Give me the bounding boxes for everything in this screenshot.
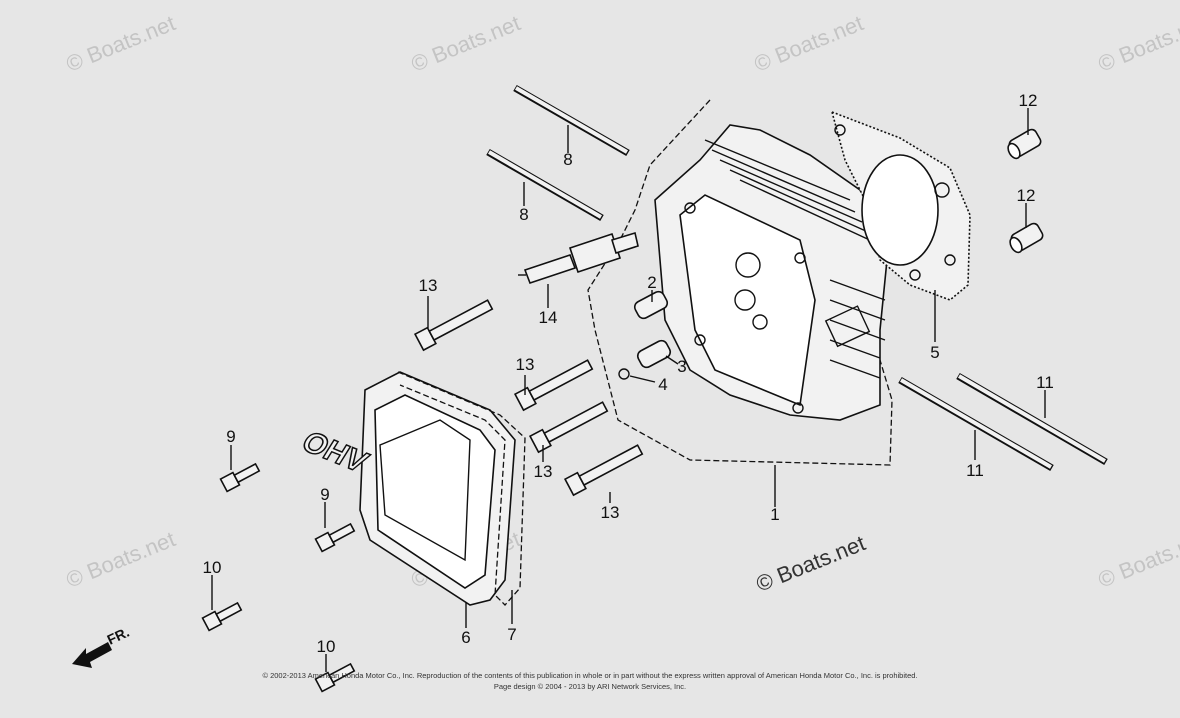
- callout-13b: 13: [516, 355, 535, 374]
- cylinder-head: [654, 124, 891, 421]
- watermark: © Boats.net: [1095, 526, 1180, 592]
- head-gasket: [830, 110, 971, 301]
- callout-9b: 9: [320, 485, 329, 504]
- brand-watermark: © Boats.net: [753, 530, 869, 596]
- cover-bolts: [201, 462, 356, 693]
- callout-14: 14: [539, 308, 558, 327]
- leader-lines: [211, 108, 1046, 672]
- dowel-pins: [1007, 128, 1044, 254]
- callout-12a: 12: [1019, 91, 1038, 110]
- callout-6: 6: [461, 628, 470, 647]
- callout-13d: 13: [601, 503, 620, 522]
- valve-guides: [618, 290, 672, 380]
- watermark: © Boats.net: [63, 10, 179, 76]
- watermark: © Boats.net: [751, 10, 867, 76]
- callout-10a: 10: [203, 558, 222, 577]
- callout-13a: 13: [419, 276, 438, 295]
- page-design-credit: Page design © 2004 - 2013 by ARI Network…: [493, 682, 687, 691]
- callout-11b: 11: [966, 461, 984, 480]
- callout-10b: 10: [317, 637, 336, 656]
- callout-1: 1: [770, 505, 779, 524]
- callout-7: 7: [507, 625, 516, 644]
- callout-5: 5: [930, 343, 939, 362]
- front-direction-indicator: FR.: [72, 624, 132, 668]
- callout-8b: 8: [519, 205, 528, 224]
- arrow-left-icon: [72, 642, 112, 668]
- watermark: © Boats.net: [63, 526, 179, 592]
- callout-numbers: 1 2 3 4 5 6 7 8 8 9 9 10 10 11 11 12 12 …: [203, 91, 1054, 656]
- long-studs: [898, 372, 1108, 472]
- direction-label: FR.: [105, 624, 132, 648]
- callout-8a: 8: [563, 150, 572, 169]
- callout-4: 4: [658, 375, 667, 394]
- callout-3: 3: [677, 357, 686, 376]
- cover-gasket: [397, 371, 526, 606]
- spark-plug: [518, 231, 639, 285]
- assembly-outline: [587, 99, 893, 466]
- copyright-notice: © 2002-2013 American Honda Motor Co., In…: [262, 671, 918, 680]
- callout-2: 2: [647, 273, 656, 292]
- flange-bolts: [413, 299, 644, 497]
- watermark: © Boats.net: [1095, 10, 1180, 76]
- watermark-layer: © Boats.net © Boats.net © Boats.net © Bo…: [63, 10, 1180, 592]
- watermark: © Boats.net: [408, 10, 524, 76]
- callout-13c: 13: [534, 462, 553, 481]
- callout-12b: 12: [1017, 186, 1036, 205]
- callout-11a: 11: [1036, 373, 1054, 392]
- callout-9a: 9: [226, 427, 235, 446]
- stud-bolts: [486, 84, 630, 222]
